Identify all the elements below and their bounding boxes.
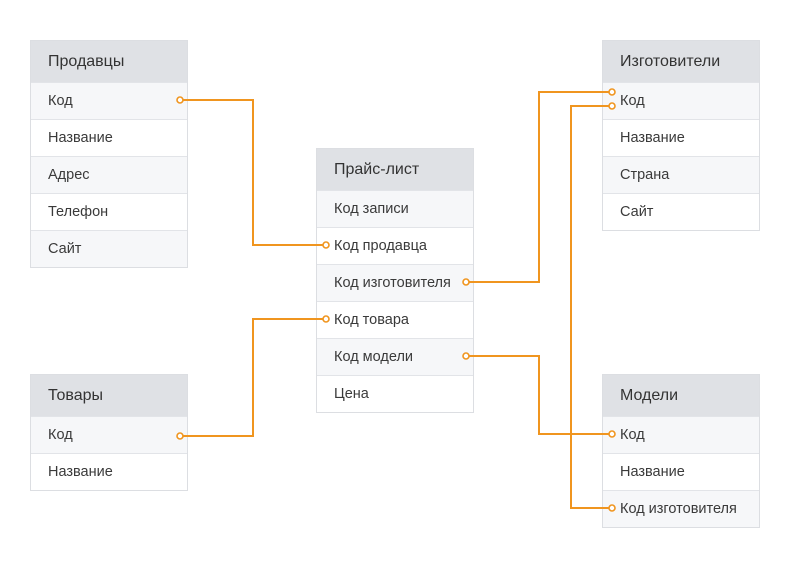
link-pricelist-to-model <box>466 355 611 435</box>
pricelist-field-record-id: Код записи <box>317 190 473 227</box>
manufacturers-field-id: Код <box>603 82 759 119</box>
table-goods-title: Товары <box>31 375 187 416</box>
table-manufacturers-title: Изготовители <box>603 41 759 82</box>
pricelist-field-seller-id: Код продавца <box>317 227 473 264</box>
goods-field-name: Название <box>31 453 187 490</box>
manufacturers-field-name: Название <box>603 119 759 156</box>
table-models-title: Модели <box>603 375 759 416</box>
goods-field-id: Код <box>31 416 187 453</box>
pricelist-field-goods-id: Код товара <box>317 301 473 338</box>
link-goods-to-pricelist <box>181 318 325 437</box>
table-pricelist-title: Прайс-лист <box>317 149 473 190</box>
sellers-field-id: Код <box>31 82 187 119</box>
sellers-field-address: Адрес <box>31 156 187 193</box>
link-seller-to-pricelist <box>181 99 325 246</box>
link-pricelist-to-manufacturer <box>466 91 611 283</box>
sellers-field-site: Сайт <box>31 230 187 267</box>
models-field-id: Код <box>603 416 759 453</box>
table-sellers-title: Продавцы <box>31 41 187 82</box>
table-pricelist: Прайс-лист Код записи Код продавца Код и… <box>316 148 474 413</box>
models-field-name: Название <box>603 453 759 490</box>
sellers-field-phone: Телефон <box>31 193 187 230</box>
manufacturers-field-country: Страна <box>603 156 759 193</box>
sellers-field-name: Название <box>31 119 187 156</box>
table-manufacturers: Изготовители Код Название Страна Сайт <box>602 40 760 231</box>
pricelist-field-price: Цена <box>317 375 473 412</box>
pricelist-field-model-id: Код модели <box>317 338 473 375</box>
table-sellers: Продавцы Код Название Адрес Телефон Сайт <box>30 40 188 268</box>
models-field-manufacturer-id: Код изготовителя <box>603 490 759 527</box>
table-goods: Товары Код Название <box>30 374 188 491</box>
table-models: Модели Код Название Код изготовителя <box>602 374 760 528</box>
manufacturers-field-site: Сайт <box>603 193 759 230</box>
pricelist-field-manufacturer-id: Код изготовителя <box>317 264 473 301</box>
